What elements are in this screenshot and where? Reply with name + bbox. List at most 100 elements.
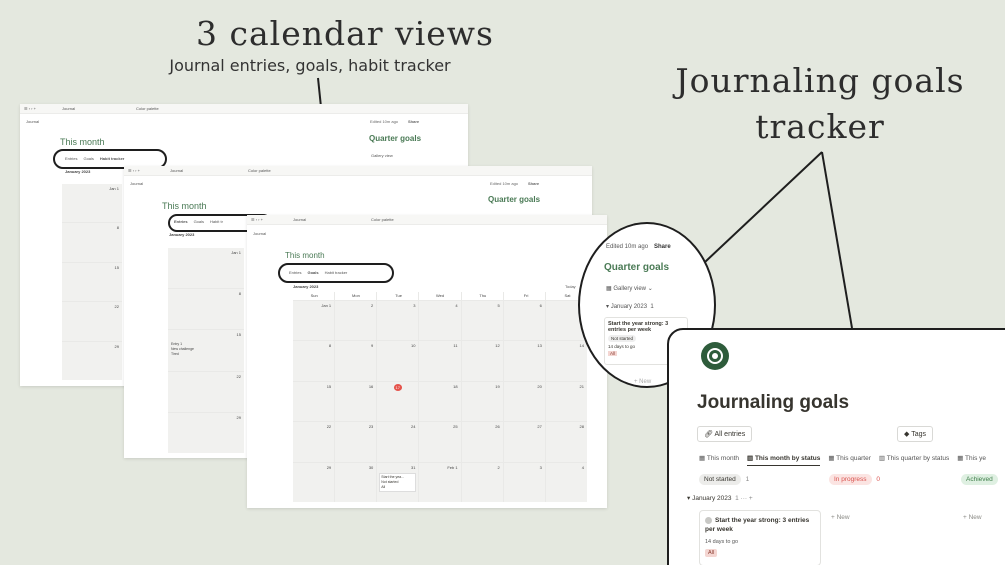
day-cell[interactable]: 15 xyxy=(62,262,122,302)
entry-card[interactable]: Entry 1 New challenge Tired xyxy=(171,342,194,357)
day-cell[interactable]: 10 xyxy=(377,341,419,381)
day-cell[interactable]: 25 xyxy=(419,422,461,462)
tab-color-palette[interactable]: Color palette xyxy=(248,168,271,173)
day-cell[interactable]: 24 xyxy=(377,422,419,462)
edited-timestamp: Edited 10m ago xyxy=(490,181,519,186)
window-topbar: ☰ ‹ › + Journal Color palette xyxy=(20,104,468,114)
day-cell[interactable]: 29 xyxy=(62,341,122,380)
day-cell[interactable]: 15 Entry 1 New challenge Tired xyxy=(168,330,244,371)
nav-icons[interactable]: ☰ ‹ › + xyxy=(128,168,140,173)
day-cell[interactable]: 11 xyxy=(419,341,461,381)
tag-icon: ◆ xyxy=(904,431,912,438)
day-cell[interactable]: 2 xyxy=(335,301,377,341)
day-cell[interactable]: 8 xyxy=(168,289,244,330)
day-cell[interactable]: 3 xyxy=(377,301,419,341)
day-cell[interactable]: 6 xyxy=(503,301,545,341)
tab-this-year[interactable]: ▦ This ye xyxy=(957,455,986,462)
tab-goals[interactable]: Goals xyxy=(83,156,94,161)
tag-all: All xyxy=(608,351,618,356)
day-cell[interactable]: Jan 1 xyxy=(62,184,122,223)
tab-journal[interactable]: Journal xyxy=(170,168,184,173)
group-header[interactable]: ▾ January 2023 1 ··· + xyxy=(687,495,753,502)
side-gallery-view[interactable]: Gallery view xyxy=(371,153,393,158)
day-cell[interactable]: 29 xyxy=(293,462,335,502)
tab-journal[interactable]: Journal xyxy=(62,106,76,111)
tab-this-month-by-status[interactable]: ▥ This month by status xyxy=(747,454,821,466)
day-cell[interactable]: 8 xyxy=(293,341,335,381)
day-cell[interactable]: 13 xyxy=(503,341,545,381)
tab-this-quarter[interactable]: ▦ This quarter xyxy=(828,455,871,462)
day-cell[interactable]: 12 xyxy=(461,341,503,381)
day-cell[interactable]: 18 xyxy=(419,381,461,422)
breadcrumb[interactable]: Journal xyxy=(253,231,267,236)
today-button[interactable]: Today xyxy=(565,284,576,289)
day-cell[interactable]: 17 xyxy=(377,381,419,422)
tab-journal[interactable]: Journal xyxy=(293,217,307,222)
status-badge: In progress xyxy=(829,474,872,485)
day-cell[interactable]: 19 xyxy=(461,381,503,422)
day-cell[interactable]: 16 xyxy=(335,381,377,422)
share-button[interactable]: Share xyxy=(528,181,540,186)
edited-timestamp: Edited 10m ago xyxy=(606,244,649,250)
day-cell[interactable]: 5 xyxy=(461,301,503,341)
tab-color-palette[interactable]: Color palette xyxy=(371,217,394,222)
day-cell[interactable]: Feb 1 xyxy=(419,462,461,502)
day-cell[interactable]: 2 xyxy=(461,462,503,502)
breadcrumb[interactable]: Journal xyxy=(26,119,40,124)
day-cell[interactable]: 26 xyxy=(461,422,503,462)
month-label: January 2023 xyxy=(293,284,319,289)
group-header[interactable]: ▾ January 2023 1 xyxy=(606,304,654,310)
day-cell[interactable]: 22 xyxy=(293,422,335,462)
new-button[interactable]: + New xyxy=(831,514,850,521)
status-dot-icon xyxy=(705,516,712,524)
nav-icons[interactable]: ☰ ‹ › + xyxy=(24,106,36,111)
calendar-grid: Jan 1 8 15 22 29 xyxy=(62,184,122,380)
goal-card[interactable]: Start the year strong: 3 entries per wee… xyxy=(604,317,688,365)
share-button[interactable]: Share xyxy=(408,119,420,124)
breadcrumb[interactable]: Journal xyxy=(130,181,144,186)
goal-card[interactable]: Start the year strong: 3 entries per wee… xyxy=(699,510,821,565)
tab-habit-tracker[interactable]: Habit tracker xyxy=(324,270,348,275)
share-button[interactable]: Share xyxy=(654,244,671,250)
tab-this-month[interactable]: ▦ This month xyxy=(699,455,739,462)
day-cell[interactable]: 29 xyxy=(168,412,244,453)
tab-color-palette[interactable]: Color palette xyxy=(136,106,159,111)
day-cell[interactable]: 23 xyxy=(335,422,377,462)
day-cell[interactable]: 30 xyxy=(335,462,377,502)
tab-goals[interactable]: Goals xyxy=(307,270,319,275)
tab-habit-tracker[interactable]: Habit tracker xyxy=(99,156,125,161)
day-cell[interactable]: 4 xyxy=(419,301,461,341)
weekday-header: Sun xyxy=(293,292,335,300)
day-cell[interactable]: Jan 1 xyxy=(168,248,244,289)
zoom-quarter-goals: Edited 10m ago Share Quarter goals ▦ Gal… xyxy=(578,222,716,388)
status-col-achieved: Achieved xyxy=(961,474,998,485)
day-cell[interactable]: 20 xyxy=(503,381,545,422)
day-cell[interactable]: 3 xyxy=(503,462,545,502)
day-cell[interactable]: 14 xyxy=(545,341,587,381)
day-cell[interactable]: Jan 1 xyxy=(293,301,335,341)
page-title: This month xyxy=(60,137,105,147)
new-button[interactable]: + New xyxy=(963,514,982,521)
day-cell[interactable]: 8 xyxy=(62,223,122,262)
day-cell[interactable]: 15 xyxy=(293,381,335,422)
more-icon[interactable]: ··· + xyxy=(740,495,753,502)
day-cell[interactable]: 27 xyxy=(503,422,545,462)
day-cell[interactable]: 4 xyxy=(545,462,587,502)
day-cell[interactable]: 21 xyxy=(545,381,587,422)
day-cell[interactable]: 28 xyxy=(545,422,587,462)
new-button[interactable]: + New xyxy=(634,379,652,385)
tags-button[interactable]: ◆ Tags xyxy=(897,426,933,442)
tab-goals[interactable]: Goals xyxy=(193,219,205,224)
tab-habit-tracker[interactable]: Habit tr xyxy=(210,219,223,224)
target-logo-icon xyxy=(701,342,729,370)
day-cell[interactable]: 22 xyxy=(62,302,122,341)
day-cell[interactable]: 22 xyxy=(168,371,244,412)
day-cell[interactable]: 9 xyxy=(335,341,377,381)
zoom-title: Quarter goals xyxy=(604,262,670,273)
all-entries-button[interactable]: 🔗︎ All entries xyxy=(697,426,753,442)
tab-this-quarter-by-status[interactable]: ▥ This quarter by status xyxy=(878,455,950,462)
gallery-view-dropdown[interactable]: ▦ Gallery view ⌄ xyxy=(606,286,653,292)
nav-icons[interactable]: ☰ ‹ › + xyxy=(251,217,263,222)
